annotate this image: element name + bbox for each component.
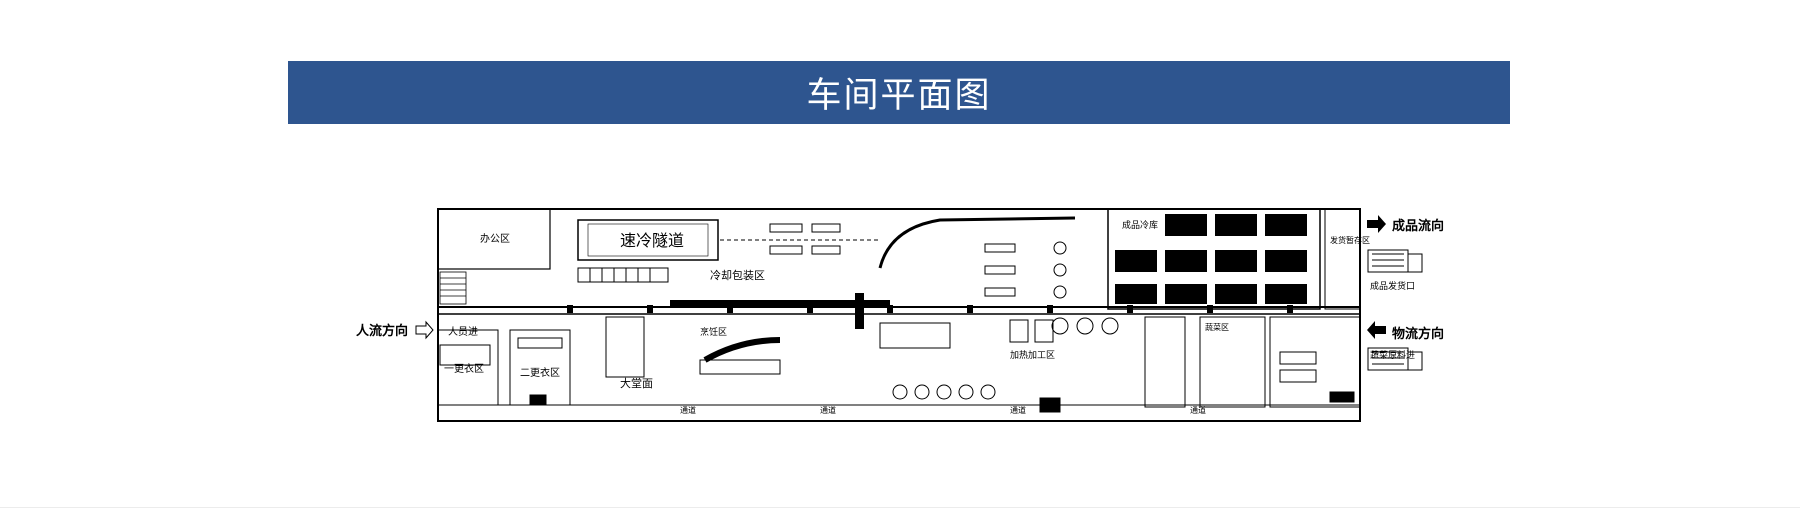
passage-label-4: 通道 xyxy=(1190,405,1206,415)
page-title: 车间平面图 xyxy=(806,76,992,116)
office-label: 办公区 xyxy=(480,232,510,245)
building-outline xyxy=(437,208,1361,422)
shipping-cold-area xyxy=(1324,208,1361,310)
vegetable-area-label: 蔬菜区 xyxy=(1205,322,1229,332)
passage-label-2: 通道 xyxy=(820,405,836,415)
people-entrance-label: 人员进 xyxy=(448,326,478,338)
passage-label-3: 通道 xyxy=(1010,405,1026,415)
hall-equipment xyxy=(605,316,1119,413)
finished-cold-storage-label: 成品冷库 xyxy=(1122,219,1158,231)
people-flow-arrow-icon xyxy=(415,320,434,340)
finished-flow-label: 成品流向 xyxy=(1392,218,1444,234)
dressing-area-2-label: 二更衣区 xyxy=(520,366,560,379)
finished-flow-arrow-icon xyxy=(1367,215,1386,233)
conveyor-belt xyxy=(670,300,890,306)
logistics-flow-label: 物流方向 xyxy=(1392,326,1444,342)
truck-icon xyxy=(1367,249,1423,273)
people-flow-label: 人流方向 xyxy=(356,323,408,339)
quick-freeze-tunnel-label: 速冷隧道 xyxy=(620,231,684,250)
quick-freeze-tunnel xyxy=(577,219,719,261)
big-hall-label: 大堂面 xyxy=(620,376,653,390)
conveyor-belt-2 xyxy=(855,293,864,329)
logistics-flow-arrow-icon xyxy=(1367,321,1386,339)
shipping-cold-area-label: 发货暂存区 xyxy=(1330,235,1370,245)
office-room xyxy=(437,208,551,270)
cooking-area-label: 烹饪区 xyxy=(700,326,727,338)
storage-racks xyxy=(1115,214,1307,304)
raw-material-entry-label: 蔬菜原料进 xyxy=(1370,349,1415,361)
finished-cold-storage-room xyxy=(1107,208,1321,310)
packing-machines-upper xyxy=(577,216,1076,299)
passage-label-1: 通道 xyxy=(680,405,696,415)
dressing-area-1-label: 一更衣区 xyxy=(444,362,484,375)
dressing-areas xyxy=(437,329,571,406)
processing-area-label: 加热加工区 xyxy=(1010,349,1055,361)
finished-exit-label: 成品发货口 xyxy=(1370,280,1415,292)
bottom-divider xyxy=(0,507,1800,508)
truck-icon xyxy=(1367,347,1423,371)
corridor-columns xyxy=(567,305,1293,313)
stairs xyxy=(439,271,467,305)
cold-pack-area-label: 冷却包装区 xyxy=(710,269,765,282)
vegetable-area-equipment xyxy=(1144,316,1361,408)
title-banner: 车间平面图 xyxy=(288,61,1510,124)
